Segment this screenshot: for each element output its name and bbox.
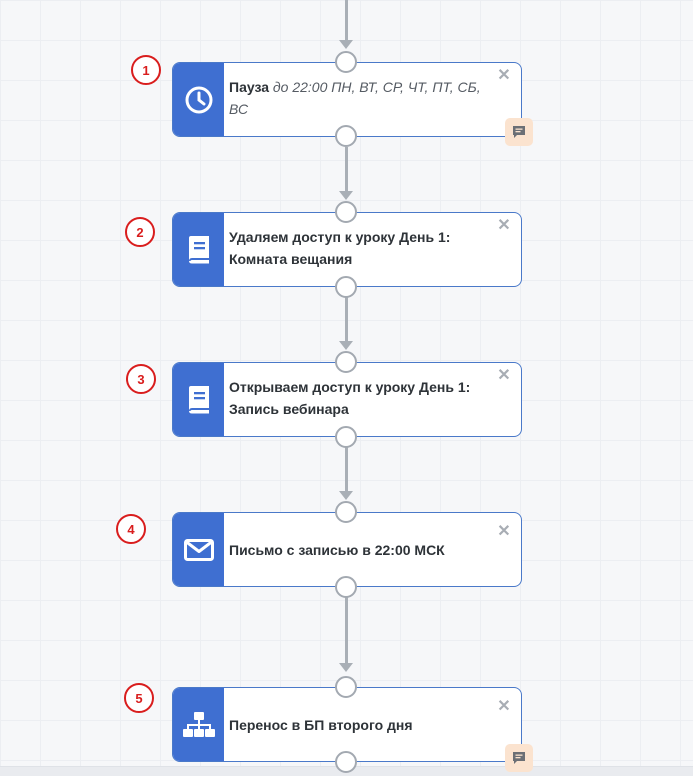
connector-arrowhead	[339, 40, 353, 49]
connector-edge	[345, 0, 348, 42]
flow-node-pause[interactable]: Пауза до 22:00 ПН, ВТ, СР, ЧТ, ПТ, СБ, В…	[172, 62, 522, 137]
output-port[interactable]	[335, 751, 357, 773]
node-icon-box	[173, 513, 224, 586]
input-port[interactable]	[335, 201, 357, 223]
output-port[interactable]	[335, 426, 357, 448]
connector-edge	[345, 447, 348, 493]
remove-node-button[interactable]: ✕	[497, 217, 511, 234]
node-label: Удаляем доступ к уроку День 1: Комната в…	[229, 229, 451, 267]
connector-edge	[345, 147, 348, 193]
node-label: Перенос в БП второго дня	[229, 717, 413, 733]
output-port[interactable]	[335, 276, 357, 298]
step-number-badge: 3	[126, 364, 156, 394]
connector-arrowhead	[339, 491, 353, 500]
step-number-badge: 4	[116, 514, 146, 544]
remove-node-button[interactable]: ✕	[497, 67, 511, 84]
node-icon-box	[173, 63, 224, 136]
book-icon	[188, 235, 209, 263]
node-detail: до 22:00 ПН, ВТ, СР, ЧТ, ПТ, СБ, ВС	[229, 79, 481, 117]
step-number-badge: 2	[125, 217, 155, 247]
clock-icon	[185, 86, 212, 113]
input-port[interactable]	[335, 676, 357, 698]
connector-arrowhead	[339, 341, 353, 350]
node-text: Пауза до 22:00 ПН, ВТ, СР, ЧТ, ПТ, СБ, В…	[229, 76, 495, 120]
org-chart-icon	[182, 711, 215, 737]
node-label: Письмо с записью в 22:00 МСК	[229, 542, 445, 558]
node-text: Открываем доступ к уроку День 1: Запись …	[229, 376, 495, 420]
flow-node-email[interactable]: Письмо с записью в 22:00 МСК ✕	[172, 512, 522, 587]
comment-icon	[513, 752, 525, 764]
comment-icon	[513, 126, 525, 138]
envelope-icon	[183, 538, 214, 561]
node-label: Открываем доступ к уроку День 1: Запись …	[229, 379, 471, 417]
step-number-badge: 1	[131, 55, 161, 85]
node-icon-box	[173, 213, 224, 286]
connector-edge	[345, 297, 348, 343]
flow-node-transfer[interactable]: Перенос в БП второго дня ✕	[172, 687, 522, 762]
input-port[interactable]	[335, 51, 357, 73]
flow-node-open-access[interactable]: Открываем доступ к уроку День 1: Запись …	[172, 362, 522, 437]
output-port[interactable]	[335, 125, 357, 147]
node-text: Перенос в БП второго дня	[229, 714, 495, 736]
book-icon	[188, 385, 209, 413]
input-port[interactable]	[335, 501, 357, 523]
connector-edge	[345, 597, 348, 665]
node-label: Пауза	[229, 79, 270, 95]
node-text: Письмо с записью в 22:00 МСК	[229, 539, 495, 561]
comment-button[interactable]	[505, 744, 533, 772]
flow-node-remove-access[interactable]: Удаляем доступ к уроку День 1: Комната в…	[172, 212, 522, 287]
node-icon-box	[173, 688, 224, 761]
comment-button[interactable]	[505, 118, 533, 146]
input-port[interactable]	[335, 351, 357, 373]
step-number-badge: 5	[124, 683, 154, 713]
output-port[interactable]	[335, 576, 357, 598]
connector-arrowhead	[339, 191, 353, 200]
remove-node-button[interactable]: ✕	[497, 698, 511, 715]
node-icon-box	[173, 363, 224, 436]
connector-arrowhead	[339, 663, 353, 672]
remove-node-button[interactable]: ✕	[497, 367, 511, 384]
node-text: Удаляем доступ к уроку День 1: Комната в…	[229, 226, 495, 270]
remove-node-button[interactable]: ✕	[497, 523, 511, 540]
